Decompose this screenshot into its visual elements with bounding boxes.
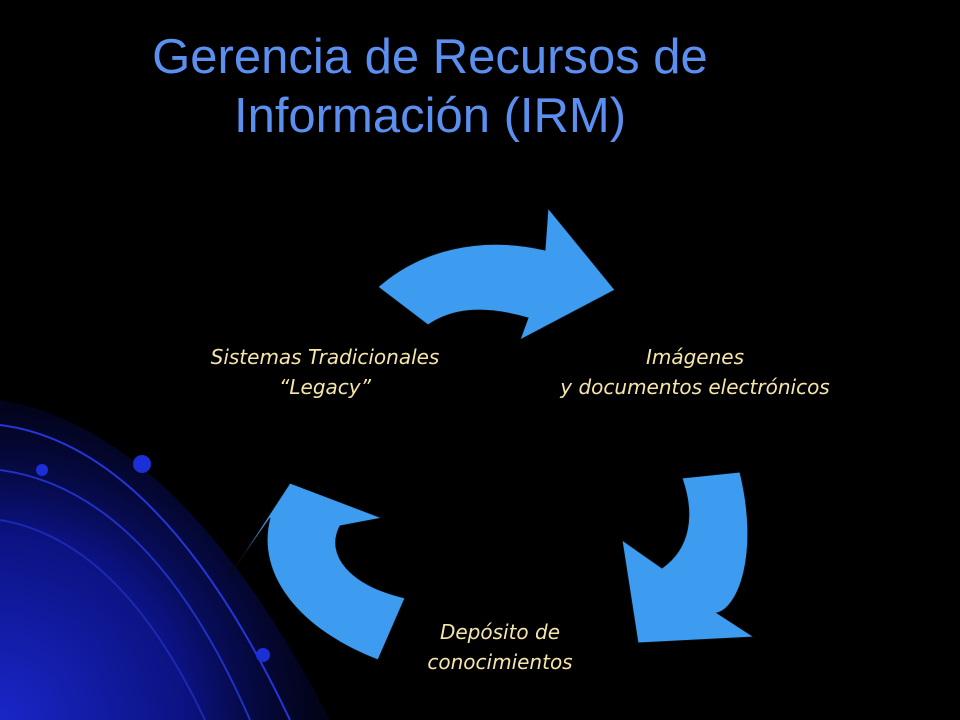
cycle-arrow-top <box>377 206 616 342</box>
background-dot <box>133 455 151 473</box>
node-knowledge-repository: Depósito de conocimientos <box>370 617 630 677</box>
node-images-documents: Imágenes y documentos electrónicos <box>470 342 920 402</box>
background-curve <box>0 424 291 720</box>
background-curve <box>0 469 251 720</box>
node-legacy-line2: “Legacy” <box>279 375 371 399</box>
slide-title-line2: Información (IRM) <box>233 89 627 143</box>
node-deposit-line2: conocimientos <box>427 650 573 674</box>
node-images-line1: Imágenes <box>645 345 745 369</box>
slide-title: Gerencia de Recursos de Información (IRM… <box>60 28 800 146</box>
node-deposit-line1: Depósito de <box>439 620 561 644</box>
node-legacy-line1: Sistemas Tradicionales <box>210 345 440 369</box>
cycle-arrow-right <box>621 471 756 644</box>
background-curve <box>0 519 206 720</box>
node-images-line2: y documentos electrónicos <box>560 375 830 399</box>
background-dot <box>256 648 270 662</box>
node-legacy-systems: Sistemas Tradicionales “Legacy” <box>140 342 510 402</box>
cycle-arrow-left <box>227 482 406 661</box>
slide-title-line1: Gerencia de Recursos de <box>152 30 708 84</box>
background-dot <box>36 464 48 476</box>
